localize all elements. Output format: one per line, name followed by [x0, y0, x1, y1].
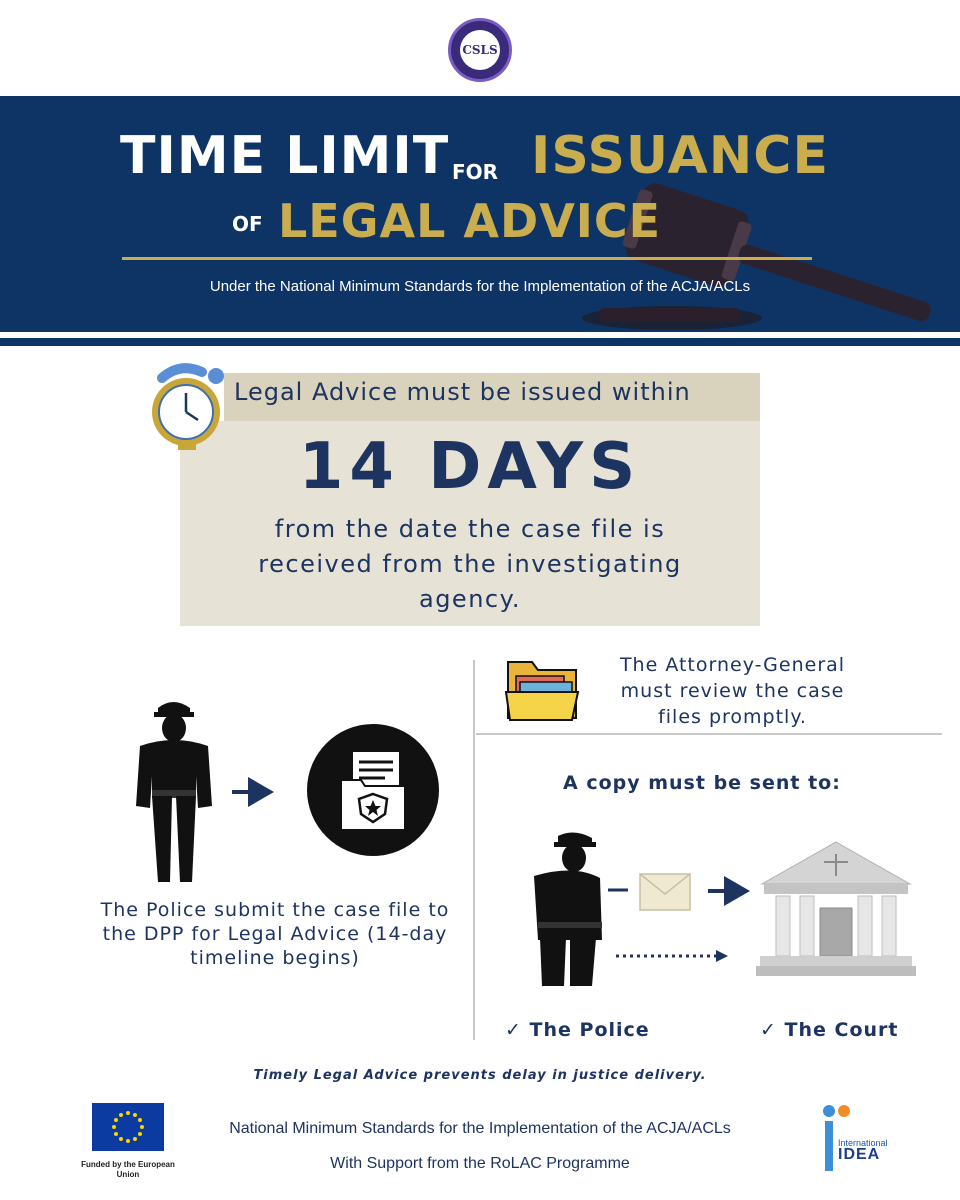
horizontal-divider	[476, 733, 942, 735]
eu-flag-icon	[92, 1103, 164, 1151]
banner-underline	[0, 338, 960, 346]
eu-stars-icon	[112, 1111, 144, 1143]
folder-icon	[504, 661, 580, 721]
dash-icon	[608, 888, 628, 892]
days-box	[180, 421, 760, 626]
arrow-right-icon-2	[708, 876, 750, 906]
title-issuance: ISSUANCE	[531, 126, 829, 186]
title-legal-advice: LEGAL ADVICE	[278, 194, 662, 248]
courthouse-icon	[756, 841, 916, 976]
case-file-icon	[307, 724, 439, 856]
idea-small: International	[838, 1138, 888, 1148]
police-officer-icon-2	[534, 832, 602, 986]
days-heading: 14 DAYS	[298, 430, 642, 504]
title-of: OF	[232, 212, 263, 236]
title-for: FOR	[452, 160, 499, 184]
check-court: ✓ The Court	[760, 1019, 899, 1041]
arrow-right-icon	[232, 777, 274, 807]
lead-box	[224, 373, 760, 421]
copy-heading: A copy must be sent to:	[563, 772, 841, 794]
alarm-clock-icon	[152, 363, 224, 450]
idea-text: International IDEA	[838, 1138, 888, 1163]
police-officer-icon	[136, 702, 212, 882]
police-submit-text: The Police submit the case file to the D…	[100, 899, 450, 969]
idea-big: IDEA	[838, 1146, 881, 1163]
footer-support: With Support from the RoLAC Programme	[330, 1155, 630, 1172]
envelope-icon	[639, 873, 691, 911]
logo-text: CSLS	[460, 30, 500, 70]
csls-logo: CSLS	[448, 18, 512, 82]
subtitle: Under the National Minimum Standards for…	[209, 278, 751, 295]
title-banner	[0, 96, 960, 332]
lead-text: Legal Advice must be issued within	[234, 378, 691, 406]
timely-note: Timely Legal Advice prevents delay in ju…	[253, 1068, 707, 1083]
eu-caption: Funded by the European Union	[81, 1160, 175, 1179]
from-text: from the date the case file is received …	[258, 515, 682, 613]
vertical-divider	[473, 660, 475, 1040]
attorney-general-text: The Attorney-General must review the cas…	[619, 654, 846, 728]
title-time-limit: TIME LIMIT	[120, 126, 450, 186]
gold-rule	[122, 257, 812, 260]
international-idea-logo	[823, 1105, 850, 1171]
dotted-arrow-icon	[616, 950, 728, 962]
gavel-icon	[582, 183, 931, 330]
check-police: ✓ The Police	[505, 1019, 650, 1041]
footer-standards: National Minimum Standards for the Imple…	[229, 1120, 731, 1137]
